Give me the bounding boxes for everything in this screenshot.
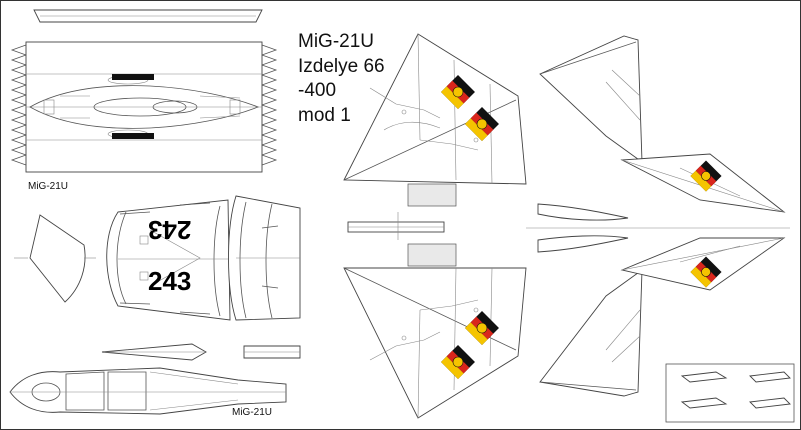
vertical-fin-upper-part [539, 35, 643, 163]
black-stripe-lower [112, 133, 154, 139]
canopy-caption: MiG-21U [232, 407, 273, 418]
wing-lower-part [343, 243, 527, 419]
small-strip-parts [101, 343, 301, 361]
fuselage-caption: MiG-21U [28, 181, 69, 192]
tail-number: 243 [148, 266, 192, 296]
small-parts-box [665, 363, 795, 423]
spine-strip-part [33, 9, 263, 23]
title-line-series: -400 [298, 80, 337, 101]
ventral-fin-parts [537, 203, 629, 253]
tail-band-part [106, 199, 231, 321]
title-line-aircraft: MiG-21U [298, 31, 375, 52]
fuselage-underside-part [10, 41, 278, 173]
connector-strip-part [347, 212, 790, 240]
black-stripe-upper [112, 74, 154, 80]
title-block: MiG-21U Izdelye 66 -400 mod 1 [298, 30, 385, 128]
title-line-mod: mod 1 [298, 104, 351, 126]
fin-fan-part [228, 195, 301, 321]
canopy-part [9, 367, 287, 415]
tail-number-inverted: 243 [148, 215, 192, 245]
vertical-fin-lower-part [539, 269, 643, 397]
nose-cone-fan-part [14, 214, 96, 303]
title-line-izdelye: Izdelye 66 [298, 55, 385, 77]
